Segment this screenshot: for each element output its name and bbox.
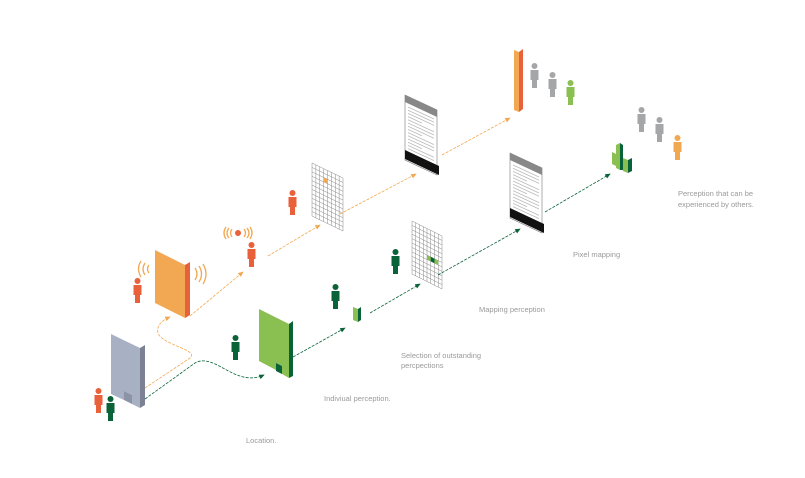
text-line bbox=[407, 145, 435, 158]
text-line bbox=[512, 174, 528, 182]
green-grid bbox=[411, 220, 443, 290]
text-line bbox=[407, 119, 435, 133]
person-icon bbox=[637, 107, 646, 132]
person-icon bbox=[331, 284, 340, 309]
text-line bbox=[512, 199, 528, 208]
grid-line bbox=[411, 256, 443, 272]
person-icon bbox=[94, 388, 103, 413]
grid-line bbox=[311, 193, 344, 210]
text-line bbox=[407, 109, 435, 123]
person-icon bbox=[231, 335, 240, 360]
screen-header bbox=[510, 153, 542, 175]
text-line bbox=[407, 106, 435, 120]
person-icon bbox=[655, 117, 664, 142]
grid-line bbox=[311, 167, 344, 183]
orange-panel bbox=[155, 250, 190, 318]
orange-grid bbox=[311, 162, 344, 232]
text-line bbox=[512, 190, 540, 203]
grid-line bbox=[311, 215, 344, 232]
person-icon bbox=[247, 242, 256, 267]
orange-bar bbox=[514, 49, 523, 112]
screen-footer bbox=[405, 150, 439, 175]
screen-device-1 bbox=[404, 94, 439, 176]
grid-line bbox=[311, 180, 344, 196]
person-icon bbox=[133, 278, 142, 303]
label-others-line2: experienced by others. bbox=[678, 200, 754, 209]
grid-line bbox=[411, 238, 443, 254]
text-line bbox=[512, 164, 540, 178]
text-line bbox=[512, 171, 540, 184]
person-icon bbox=[288, 190, 297, 215]
grid-line bbox=[411, 229, 443, 246]
text-line bbox=[407, 148, 435, 161]
grid-cell bbox=[427, 255, 431, 262]
text-line bbox=[512, 196, 540, 210]
text-line bbox=[407, 113, 435, 126]
text-line bbox=[407, 129, 423, 137]
person-icon bbox=[548, 72, 557, 97]
text-line bbox=[407, 132, 435, 145]
label-pixel-mapping: Pixel mapping bbox=[573, 250, 621, 259]
label-mapping-perception: Mapping perception bbox=[479, 305, 545, 314]
grid-cell bbox=[434, 258, 439, 266]
grid-line bbox=[411, 260, 443, 276]
grid-line bbox=[411, 273, 443, 290]
text-line bbox=[407, 141, 423, 150]
location-building bbox=[111, 334, 145, 408]
text-line bbox=[512, 180, 540, 194]
text-line bbox=[407, 116, 423, 124]
grid-line bbox=[411, 242, 443, 259]
screen-footer bbox=[510, 208, 544, 233]
text-line bbox=[512, 193, 540, 207]
grid-cell bbox=[323, 177, 328, 184]
person-icon bbox=[106, 396, 115, 421]
text-line bbox=[512, 167, 540, 181]
label-selection-line2: percpections bbox=[401, 361, 444, 370]
grid-line bbox=[311, 206, 344, 223]
grid-line bbox=[311, 162, 344, 179]
text-line bbox=[512, 206, 540, 219]
text-line bbox=[407, 135, 435, 149]
signal-waves-icon bbox=[137, 226, 253, 285]
selected-perception-block bbox=[353, 307, 361, 322]
grid-line bbox=[411, 225, 443, 241]
grid-line bbox=[311, 202, 344, 218]
text-line bbox=[407, 122, 435, 136]
grid-line bbox=[411, 234, 443, 250]
green-flow bbox=[144, 173, 611, 400]
text-line bbox=[512, 187, 528, 195]
label-individual-perception: Indiviual perception. bbox=[324, 394, 391, 403]
green-panel bbox=[259, 309, 293, 378]
grid-line bbox=[411, 220, 443, 237]
grid-line bbox=[411, 264, 443, 281]
person-icon bbox=[530, 63, 539, 88]
orange-flow bbox=[144, 117, 511, 389]
signal-dot-icon bbox=[235, 230, 241, 236]
text-line bbox=[512, 183, 540, 197]
green-bars bbox=[612, 143, 632, 173]
grid-line bbox=[311, 198, 344, 214]
text-line bbox=[512, 203, 540, 216]
screen-header bbox=[405, 95, 437, 117]
label-others-line1: Perception that can be bbox=[678, 189, 754, 198]
label-selection-line1: Selection of outstanding bbox=[401, 351, 482, 360]
screen-device-2 bbox=[509, 152, 544, 234]
person-icon bbox=[673, 135, 682, 160]
text-line bbox=[512, 177, 540, 191]
text-line bbox=[407, 138, 435, 152]
grid-line bbox=[411, 269, 443, 285]
grid-line bbox=[311, 211, 344, 227]
grid-cell bbox=[430, 256, 435, 264]
person-icon bbox=[566, 80, 575, 105]
grid-line bbox=[311, 184, 344, 201]
grid-line bbox=[311, 189, 344, 205]
label-location: Location. bbox=[246, 436, 277, 445]
text-line bbox=[407, 125, 435, 139]
person-icon bbox=[391, 249, 400, 274]
